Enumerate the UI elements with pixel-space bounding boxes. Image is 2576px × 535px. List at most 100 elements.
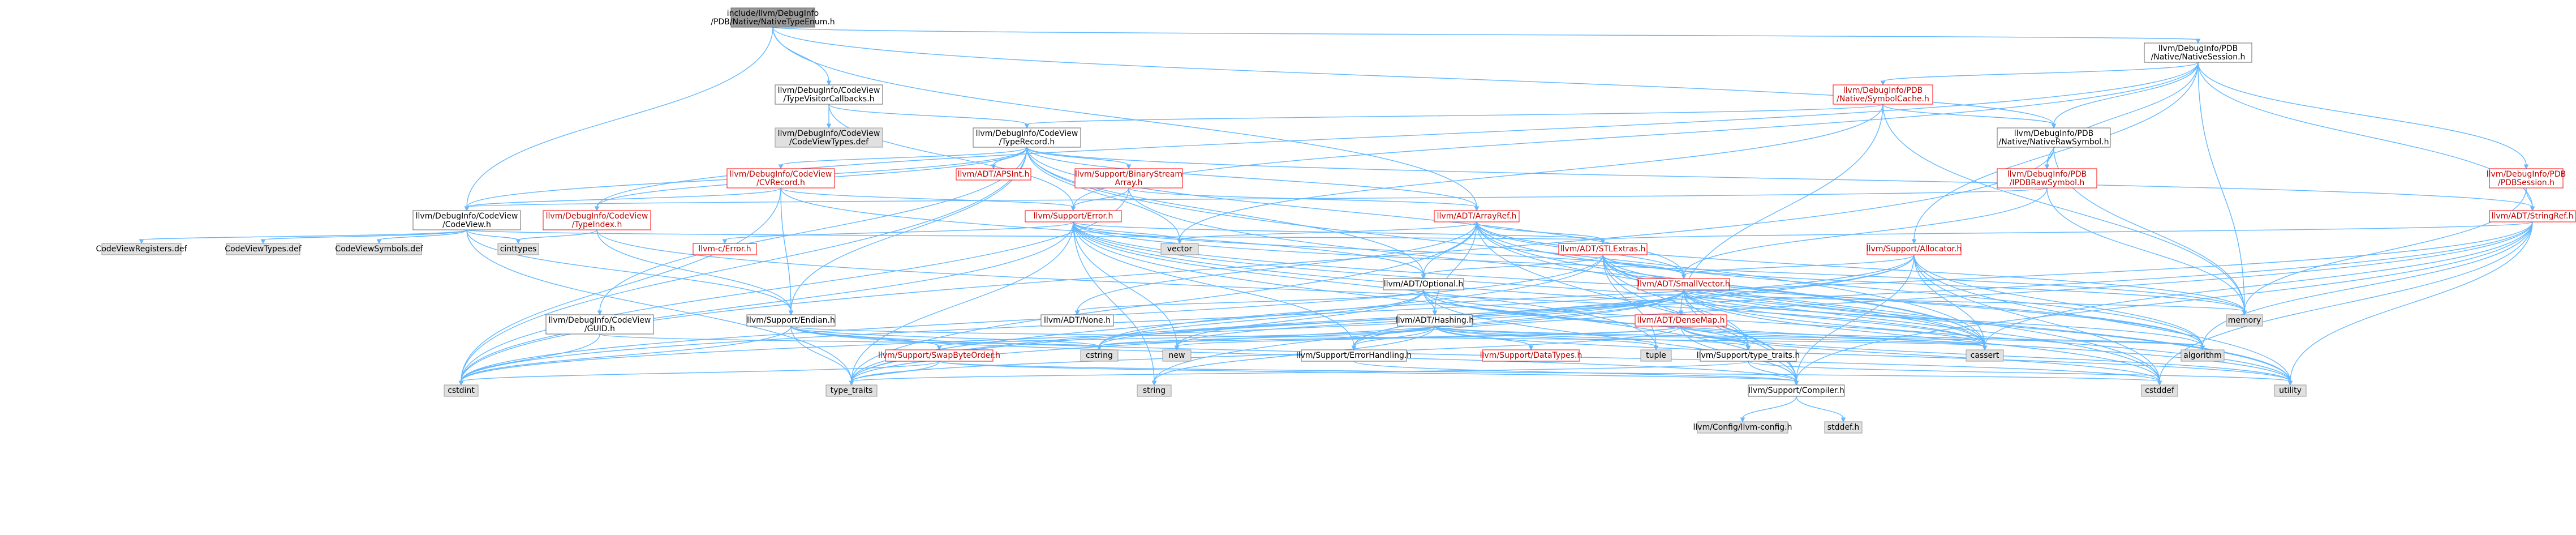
node-Endian[interactable]: llvm/Support/Endian.h: [746, 314, 836, 327]
edge-Allocator-to-Compiler: [1794, 254, 1915, 386]
node-SupportError[interactable]: llvm/Support/Error.h: [1025, 210, 1122, 222]
node-label: llvm/ADT/ArrayRef.h: [1437, 212, 1517, 221]
node-label: utility: [2279, 386, 2302, 395]
edge-CodeView-to-CodeViewRegistersDef: [139, 229, 467, 245]
node-TypeVisitorCallbacks[interactable]: llvm/DebugInfo/CodeView/TypeVisitorCallb…: [775, 84, 883, 105]
node-type_traits: type_traits: [825, 384, 878, 397]
node-label: string: [1143, 386, 1166, 395]
edge-Allocator-to-SmallVector: [1681, 254, 1915, 280]
edge-PDBRawSymbol-to-CodeView: [464, 187, 2048, 212]
node-llvmconfig: llvm/Config/llvm-config.h: [1693, 421, 1792, 434]
node-label: llvm/ADT/StringRef.h: [2492, 212, 2574, 221]
node-label: llvm/ADT/SmallVector.h: [1637, 280, 1730, 289]
edge-DenseMap-to-new: [1174, 326, 1682, 351]
node-label: llvm/ADT/Optional.h: [1384, 280, 1464, 289]
node-TypeRecord[interactable]: llvm/DebugInfo/CodeView/TypeRecord.h: [973, 127, 1081, 148]
node-cstdint: cstdint: [444, 384, 479, 397]
edge-StringRef-to-cstring: [1096, 221, 2533, 351]
node-typetraitsSupport[interactable]: llvm/Support/type_traits.h: [1697, 349, 1800, 362]
node-APSInt[interactable]: llvm/ADT/APSInt.h: [956, 168, 1031, 181]
edge-root-to-NativeSession: [772, 27, 2201, 44]
edge-TypeRecord-to-CVRecord: [778, 147, 1027, 170]
node-SmallVector[interactable]: llvm/ADT/SmallVector.h: [1637, 278, 1730, 290]
node-CodeViewSymbolsDef: CodeViewSymbols.def: [335, 243, 424, 255]
node-PDBRawSymbol[interactable]: llvm/DebugInfo/PDB/IPDBRawSymbol.h: [1997, 168, 2097, 189]
node-StringRef[interactable]: llvm/ADT/StringRef.h: [2489, 210, 2576, 222]
node-label: /GUID.h: [584, 324, 615, 333]
edge-DenseMap-to-algorithm: [1680, 326, 2205, 351]
node-ArrayRef[interactable]: llvm/ADT/ArrayRef.h: [1434, 210, 1520, 222]
node-label: llvm/DebugInfo/CodeView: [778, 86, 880, 95]
node-label: /TypeRecord.h: [999, 138, 1055, 147]
edge-SupportError-to-llvmcError: [722, 221, 1074, 245]
node-label: llvm/DebugInfo/CodeView: [549, 316, 651, 325]
node-label: llvm/Support/Compiler.h: [1748, 386, 1844, 395]
edge-STLExtras-to-Optional: [1421, 254, 1603, 280]
node-PDBSession[interactable]: llvm/DebugInfo/PDB/PDBSession.h: [2487, 168, 2566, 189]
node-Allocator[interactable]: llvm/Support/Allocator.h: [1867, 243, 1962, 255]
node-CodeViewTypesDef: llvm/DebugInfo/CodeView/CodeViewTypes.de…: [775, 127, 883, 148]
node-STLExtras[interactable]: llvm/ADT/STLExtras.h: [1558, 243, 1648, 255]
node-SwapByteOrder[interactable]: llvm/Support/SwapByteOrder.h: [878, 349, 1000, 362]
node-cstring: cstring: [1080, 349, 1119, 362]
node-label: llvm/Config/llvm-config.h: [1693, 423, 1792, 432]
node-label: llvm/DebugInfo/CodeView: [778, 129, 880, 138]
edge-Endian-to-cstdint: [458, 326, 792, 386]
node-CodeView[interactable]: llvm/DebugInfo/CodeView/CodeView.h: [412, 210, 521, 230]
node-tuple: tuple: [1640, 349, 1672, 362]
node-label: /IPDBRawSymbol.h: [2010, 178, 2085, 187]
node-TypeIndex[interactable]: llvm/DebugInfo/CodeView/TypeIndex.h: [543, 210, 651, 230]
node-label: llvm/ADT/None.h: [1044, 316, 1111, 325]
edge-TypeVisitorCallbacks-to-SupportError: [828, 104, 1076, 212]
edge-SymbolCache-to-NativeRawSymbol: [1882, 104, 2057, 129]
node-label: llvm/Support/Endian.h: [747, 316, 835, 325]
node-llvmcError[interactable]: llvm-c/Error.h: [693, 243, 757, 255]
node-label: llvm/DebugInfo/CodeView: [416, 212, 518, 221]
node-label: llvm/Support/DataTypes.h: [1480, 351, 1582, 360]
node-NativeRawSymbol[interactable]: llvm/DebugInfo/PDB/Native/NativeRawSymbo…: [1997, 127, 2111, 148]
node-None[interactable]: llvm/ADT/None.h: [1040, 314, 1114, 327]
node-label: stddef.h: [1827, 423, 1859, 432]
edge-NativeSession-to-PDBSession: [2197, 62, 2529, 170]
node-SymbolCache[interactable]: llvm/DebugInfo/PDB/Native/SymbolCache.h: [1833, 84, 1933, 105]
node-label: cstdint: [448, 386, 475, 395]
node-label: llvm/ADT/STLExtras.h: [1560, 245, 1646, 254]
node-label: memory: [2228, 316, 2261, 325]
edge-TypeVisitorCallbacks-to-TypeRecord: [828, 104, 1030, 129]
edge-layer: [139, 27, 2535, 423]
edge-TypeRecord-to-APSInt: [991, 147, 1027, 170]
node-stddef: stddef.h: [1824, 421, 1863, 434]
edge-TypeRecord-to-BinaryStreamArray: [1026, 147, 1132, 170]
node-ErrorHandling[interactable]: llvm/Support/ErrorHandling.h: [1296, 349, 1412, 362]
node-label: include/llvm/DebugInfo: [727, 9, 819, 18]
node-Compiler[interactable]: llvm/Support/Compiler.h: [1748, 384, 1845, 397]
edge-PDBSession-to-StringRef: [2526, 187, 2535, 212]
node-DenseMap[interactable]: llvm/ADT/DenseMap.h: [1635, 314, 1727, 327]
node-NativeSession[interactable]: llvm/DebugInfo/PDB/Native/NativeSession.…: [2144, 42, 2252, 63]
edge-DenseMap-to-cassert: [1680, 326, 1988, 351]
node-Optional[interactable]: llvm/ADT/Optional.h: [1383, 278, 1464, 290]
node-GUID[interactable]: llvm/DebugInfo/CodeView/GUID.h: [545, 314, 654, 335]
edge-root-to-TypeVisitorCallbacks: [772, 27, 832, 86]
edge-root-to-CodeView: [464, 27, 773, 212]
edge-SupportError-to-new: [1073, 221, 1180, 351]
node-label: new: [1169, 351, 1185, 360]
edge-TypeIndex-to-Endian: [596, 229, 794, 316]
edge-ArrayRef-to-algorithm: [1476, 221, 2205, 351]
node-label: llvm/ADT/APSInt.h: [958, 170, 1030, 179]
edge-CodeView-to-CodeViewSymbolsDef: [376, 229, 467, 245]
edge-Optional-to-None: [1074, 289, 1424, 316]
edge-CodeView-to-CodeViewTypesDef2: [260, 229, 467, 245]
node-root[interactable]: include/llvm/DebugInfo/PDB/Native/Native…: [711, 7, 835, 28]
node-label: /TypeVisitorCallbacks.h: [783, 95, 874, 104]
node-label: /Native/NativeSession.h: [2151, 53, 2246, 62]
node-CVRecord[interactable]: llvm/DebugInfo/CodeView/CVRecord.h: [726, 168, 835, 189]
node-DataTypes[interactable]: llvm/Support/DataTypes.h: [1480, 349, 1582, 362]
node-label: llvm/DebugInfo/PDB: [2158, 44, 2238, 53]
node-memory: memory: [2226, 314, 2263, 327]
edge-CVRecord-to-CodeView: [464, 187, 781, 212]
edge-NativeSession-to-StringRef: [2197, 62, 2535, 212]
node-Hashing[interactable]: llvm/ADT/Hashing.h: [1396, 314, 1474, 327]
